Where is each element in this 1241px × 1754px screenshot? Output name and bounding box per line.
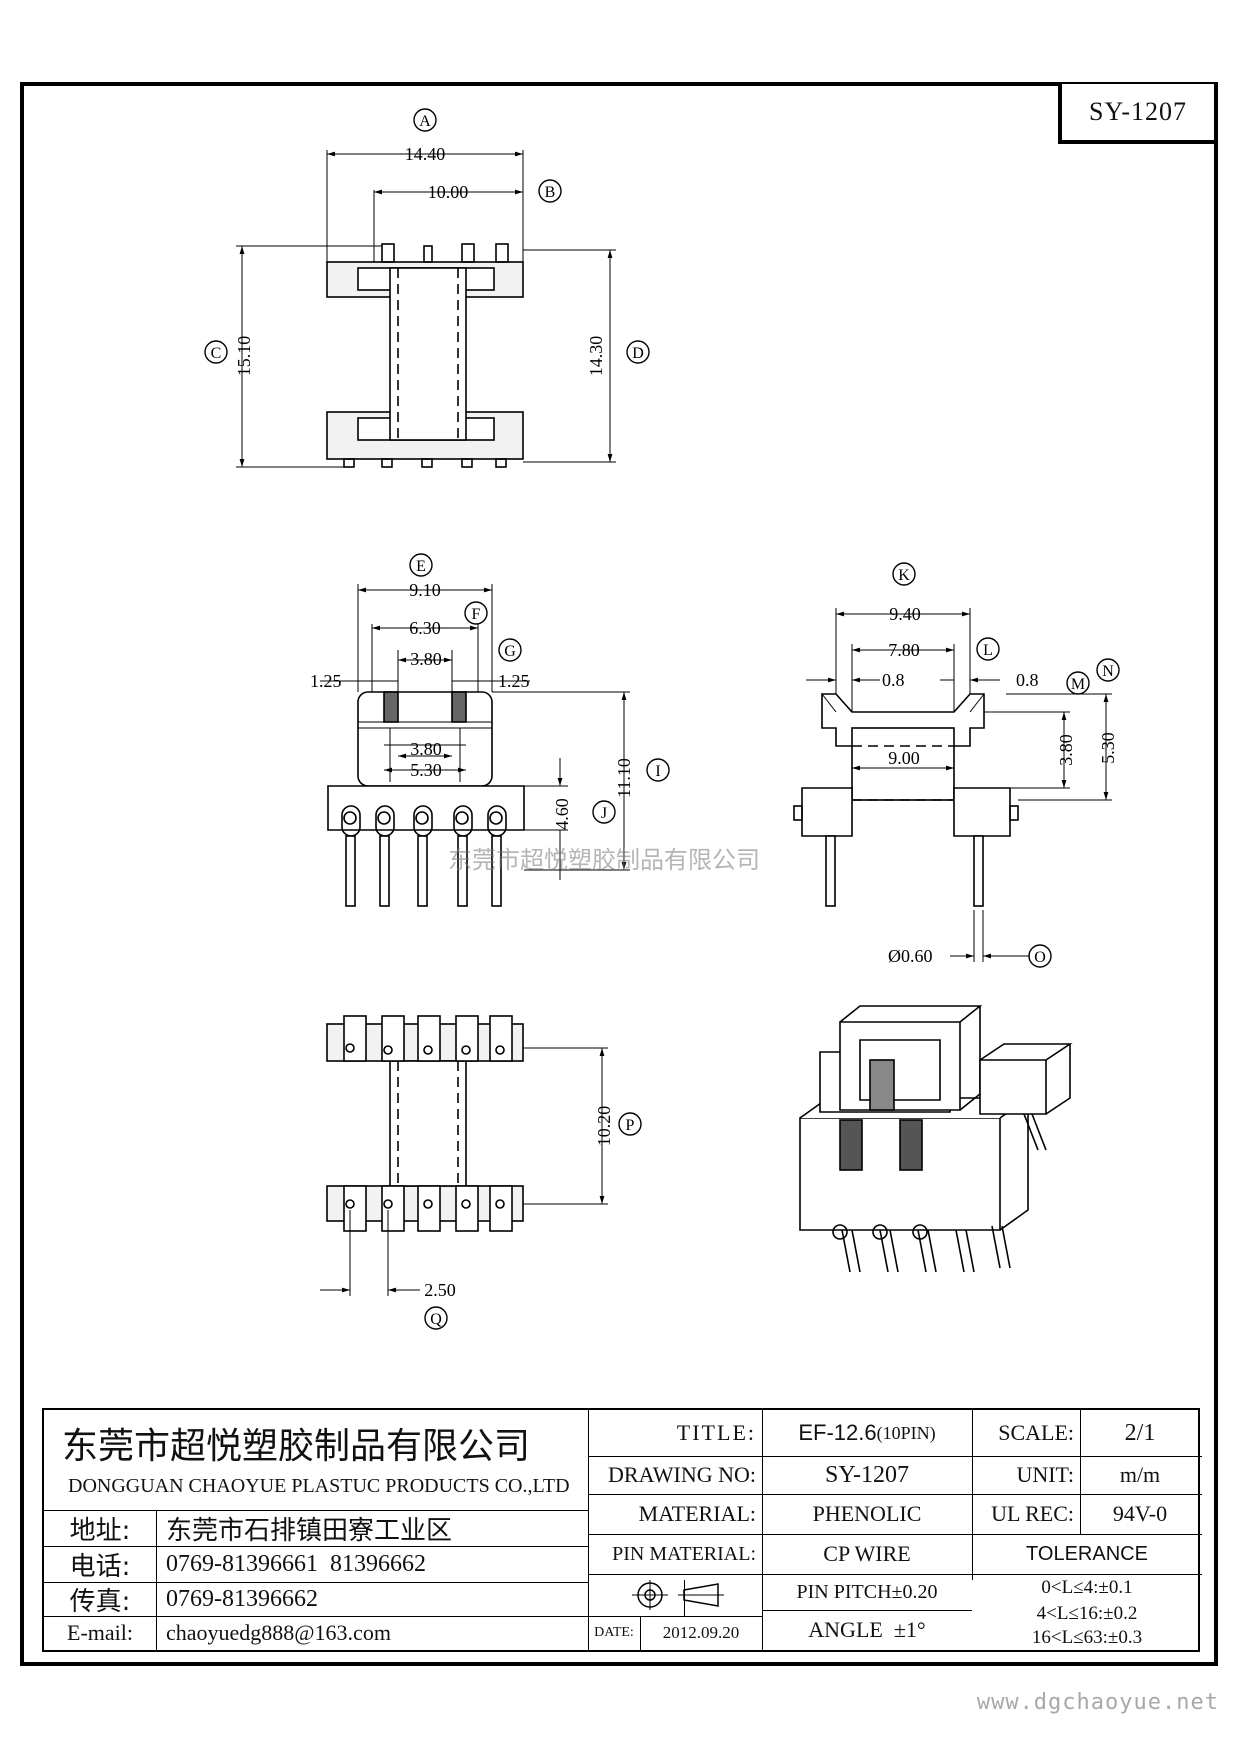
dim-d-value: 14.30 bbox=[586, 336, 606, 377]
website-url[interactable]: www.dgchaoyue.net bbox=[976, 1690, 1219, 1715]
watermark-text: 东莞市超悦塑胶制品有限公司 bbox=[448, 846, 760, 874]
label-a: A bbox=[419, 113, 431, 130]
dim-b-value: 10.00 bbox=[428, 182, 469, 202]
drawing-number-box: SY-1207 bbox=[1058, 84, 1214, 144]
ul-rec-label: UL REC: bbox=[991, 1501, 1074, 1526]
projection-symbol bbox=[588, 1574, 762, 1616]
label-f: F bbox=[472, 606, 481, 623]
pin-pitch: PIN PITCH±0.20 bbox=[796, 1580, 938, 1603]
dim-a-value: 14.40 bbox=[405, 144, 446, 164]
dim-inner-a-value: 3.80 bbox=[410, 739, 442, 759]
third-angle-projection-icon bbox=[632, 1580, 724, 1610]
fax-value: 0769-81396662 bbox=[166, 1585, 318, 1612]
dim-l-value: 7.80 bbox=[888, 640, 920, 660]
title-value: EF-12.6 bbox=[798, 1420, 877, 1445]
label-d: D bbox=[632, 345, 644, 362]
tolerance-label: TOLERANCE bbox=[1026, 1542, 1148, 1565]
dim-n-value: 5.30 bbox=[1098, 732, 1118, 764]
label-k: K bbox=[898, 567, 910, 584]
unit-label: UNIT: bbox=[1016, 1462, 1074, 1487]
label-l: L bbox=[983, 642, 993, 659]
material-label: MATERIAL: bbox=[638, 1501, 756, 1526]
side-view bbox=[793, 608, 1112, 962]
fax-label: 传真: bbox=[69, 1586, 131, 1617]
title-block: 东莞市超悦塑胶制品有限公司 DONGGUAN CHAOYUE PLASTUC P… bbox=[42, 1408, 1202, 1652]
title-label: TITLE: bbox=[676, 1420, 756, 1445]
date-value: 2012.09.20 bbox=[662, 1623, 740, 1642]
label-c: C bbox=[211, 345, 222, 362]
company-name-cn: 东莞市超悦塑胶制品有限公司 bbox=[62, 1426, 531, 1467]
label-e: E bbox=[416, 558, 426, 575]
scale-label: SCALE: bbox=[998, 1420, 1074, 1445]
address-value: 东莞市石排镇田寮工业区 bbox=[166, 1515, 453, 1546]
tolerance-row-1: 0<L≤4:±0.1 bbox=[1041, 1577, 1133, 1598]
label-g: G bbox=[504, 643, 516, 660]
title-suffix: (10PIN) bbox=[876, 1422, 936, 1443]
dim-right-gap-value: 0.8 bbox=[1016, 670, 1039, 690]
drawing-no-value: SY-1207 bbox=[824, 1461, 909, 1488]
dim-left-gap-value: 0.8 bbox=[882, 670, 905, 690]
phone-label: 电话: bbox=[69, 1551, 131, 1582]
drawing-frame bbox=[20, 82, 1218, 1666]
label-q: Q bbox=[430, 1311, 442, 1328]
dim-e-value: 9.10 bbox=[409, 580, 441, 600]
dim-left-margin-value: 1.25 bbox=[310, 671, 342, 691]
dim-f-value: 6.30 bbox=[409, 618, 441, 638]
unit-value: m/m bbox=[1119, 1462, 1161, 1487]
label-i: I bbox=[655, 763, 660, 780]
label-n: N bbox=[1102, 663, 1114, 680]
isometric-view bbox=[799, 1005, 1073, 1273]
dim-j-value: 4.60 bbox=[552, 798, 572, 830]
material-value: PHENOLIC bbox=[812, 1501, 922, 1526]
ul-rec-value: 94V-0 bbox=[1112, 1501, 1168, 1526]
dim-g-value: 3.80 bbox=[410, 649, 442, 669]
label-o: O bbox=[1034, 949, 1046, 966]
phone-value: 0769-81396661 81396662 bbox=[166, 1550, 426, 1577]
tolerance-row-2: 4<L≤16:±0.2 bbox=[1036, 1603, 1138, 1624]
label-b: B bbox=[545, 184, 556, 201]
address-label: 地址: bbox=[69, 1515, 131, 1546]
dim-inner-b-value: 5.30 bbox=[410, 760, 442, 780]
dim-m-value: 3.80 bbox=[1056, 734, 1076, 766]
date-label: DATE: bbox=[594, 1625, 634, 1640]
label-j: J bbox=[601, 805, 607, 822]
dim-inner-value: 9.00 bbox=[888, 748, 920, 768]
dim-i-value: 11.10 bbox=[614, 758, 634, 798]
top-view bbox=[236, 150, 616, 468]
dim-q-value: 2.50 bbox=[424, 1280, 456, 1300]
dim-p-value: 10.20 bbox=[594, 1106, 614, 1147]
angle-tolerance: ANGLE ±1° bbox=[808, 1617, 926, 1642]
bottom-view bbox=[320, 1015, 608, 1296]
title-value-wrap: EF-12.6(10PIN) bbox=[762, 1410, 972, 1456]
label-m: M bbox=[1071, 676, 1085, 693]
dim-c-value: 15.10 bbox=[234, 336, 254, 377]
front-view bbox=[320, 584, 630, 907]
company-name-en: DONGGUAN CHAOYUE PLASTUC PRODUCTS CO.,LT… bbox=[68, 1474, 570, 1497]
drawing-no-label: DRAWING NO: bbox=[608, 1462, 756, 1487]
email-label: E-mail: bbox=[67, 1620, 133, 1645]
dim-k-value: 9.40 bbox=[889, 604, 921, 624]
dim-right-margin-value: 1.25 bbox=[498, 671, 530, 691]
pin-material-value: CP WIRE bbox=[823, 1541, 911, 1566]
email-value: chaoyuedg888@163.com bbox=[166, 1620, 391, 1645]
tolerance-row-3: 16<L≤63:±0.3 bbox=[1031, 1627, 1143, 1648]
scale-value: 2/1 bbox=[1124, 1419, 1156, 1446]
pin-material-label: PIN MATERIAL: bbox=[612, 1542, 756, 1565]
dim-o-value: Ø0.60 bbox=[888, 946, 933, 966]
label-p: P bbox=[626, 1117, 635, 1134]
